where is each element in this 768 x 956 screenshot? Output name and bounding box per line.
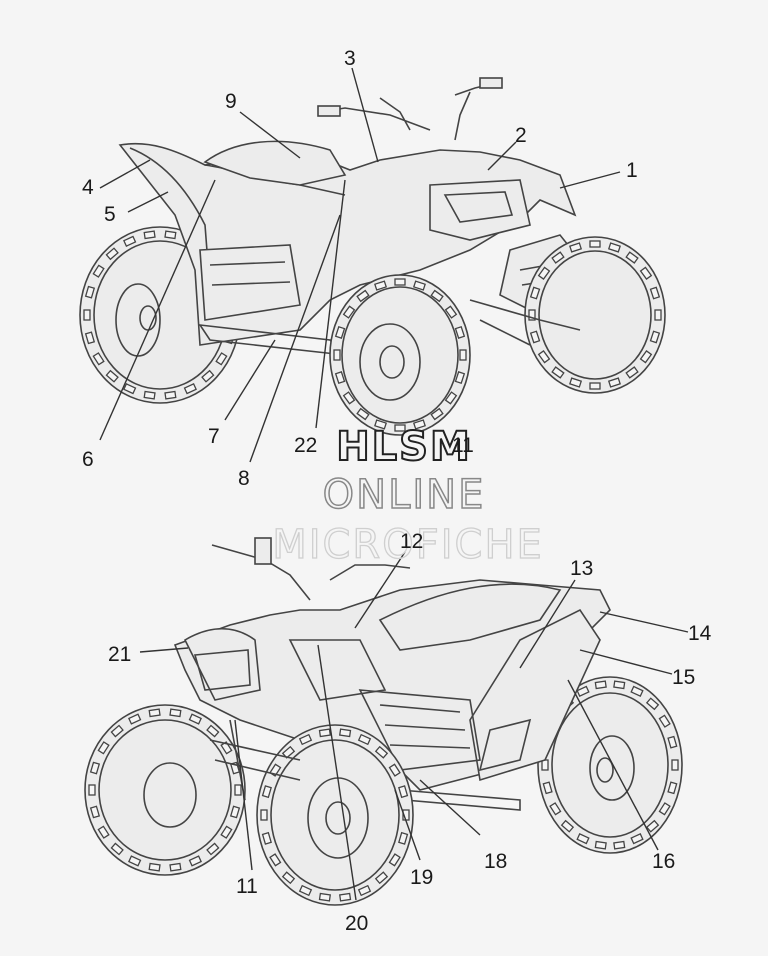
callout-15: 15 bbox=[672, 666, 695, 689]
callout-3: 3 bbox=[344, 47, 356, 70]
watermark-line-2: ONLINE bbox=[323, 472, 486, 518]
callout-22: 22 bbox=[294, 434, 317, 457]
front-wheel-near-bottom bbox=[256, 724, 414, 906]
callout-2: 2 bbox=[515, 124, 527, 147]
callout-11a: 11 bbox=[452, 434, 474, 457]
callout-11: 11 bbox=[236, 875, 258, 898]
atv-top-illustration bbox=[79, 77, 666, 436]
callout-1: 1 bbox=[626, 159, 638, 182]
leader-lines-top bbox=[99, 67, 621, 463]
atv-bottom-illustration bbox=[84, 537, 683, 906]
front-wheel-far-bottom bbox=[84, 704, 246, 876]
watermark-line-3: MICROFICHE bbox=[272, 522, 544, 568]
rear-wheel-bottom bbox=[537, 676, 683, 854]
callout-7: 7 bbox=[208, 425, 220, 448]
leader-lines-bottom bbox=[139, 551, 689, 901]
callout-20: 20 bbox=[345, 912, 368, 935]
callout-21: 21 bbox=[108, 643, 131, 666]
callout-4: 4 bbox=[82, 176, 94, 199]
front-wheel-left-top bbox=[329, 274, 471, 436]
callout-6: 6 bbox=[82, 448, 94, 471]
callout-14: 14 bbox=[688, 622, 712, 645]
watermark: HLSM ONLINE MICROFICHE bbox=[272, 423, 544, 569]
callout-12: 12 bbox=[400, 530, 423, 553]
callout-16: 16 bbox=[652, 850, 675, 873]
callout-13: 13 bbox=[570, 557, 593, 580]
front-wheel-right-top bbox=[524, 236, 666, 394]
callouts: 1 2 3 4 5 6 7 8 9 11 11 12 13 14 15 16 1… bbox=[82, 47, 712, 935]
callout-8: 8 bbox=[238, 467, 250, 490]
callout-5: 5 bbox=[104, 203, 116, 226]
callout-19: 19 bbox=[410, 866, 433, 889]
callout-9: 9 bbox=[225, 90, 237, 113]
watermark-line-1: HLSM bbox=[336, 424, 472, 470]
callout-18: 18 bbox=[484, 850, 507, 873]
